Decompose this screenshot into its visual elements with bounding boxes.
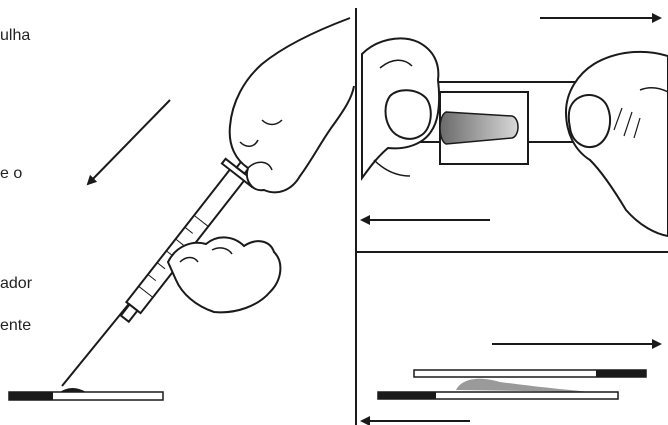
- slide-icon: [9, 388, 163, 400]
- slide-pull-panel: [362, 344, 660, 421]
- upper-hand-icon: [230, 18, 354, 192]
- arrow-down-left-icon: [88, 100, 170, 184]
- smear-spread-icon: [456, 379, 592, 392]
- upper-slide-icon: [414, 370, 646, 377]
- slide-squash-panel: [362, 18, 668, 236]
- bottom-slide-icon: [378, 392, 618, 399]
- syringe-drop-panel: [9, 18, 354, 400]
- needle-icon: [62, 300, 132, 386]
- blood-smear-icon: [440, 112, 518, 144]
